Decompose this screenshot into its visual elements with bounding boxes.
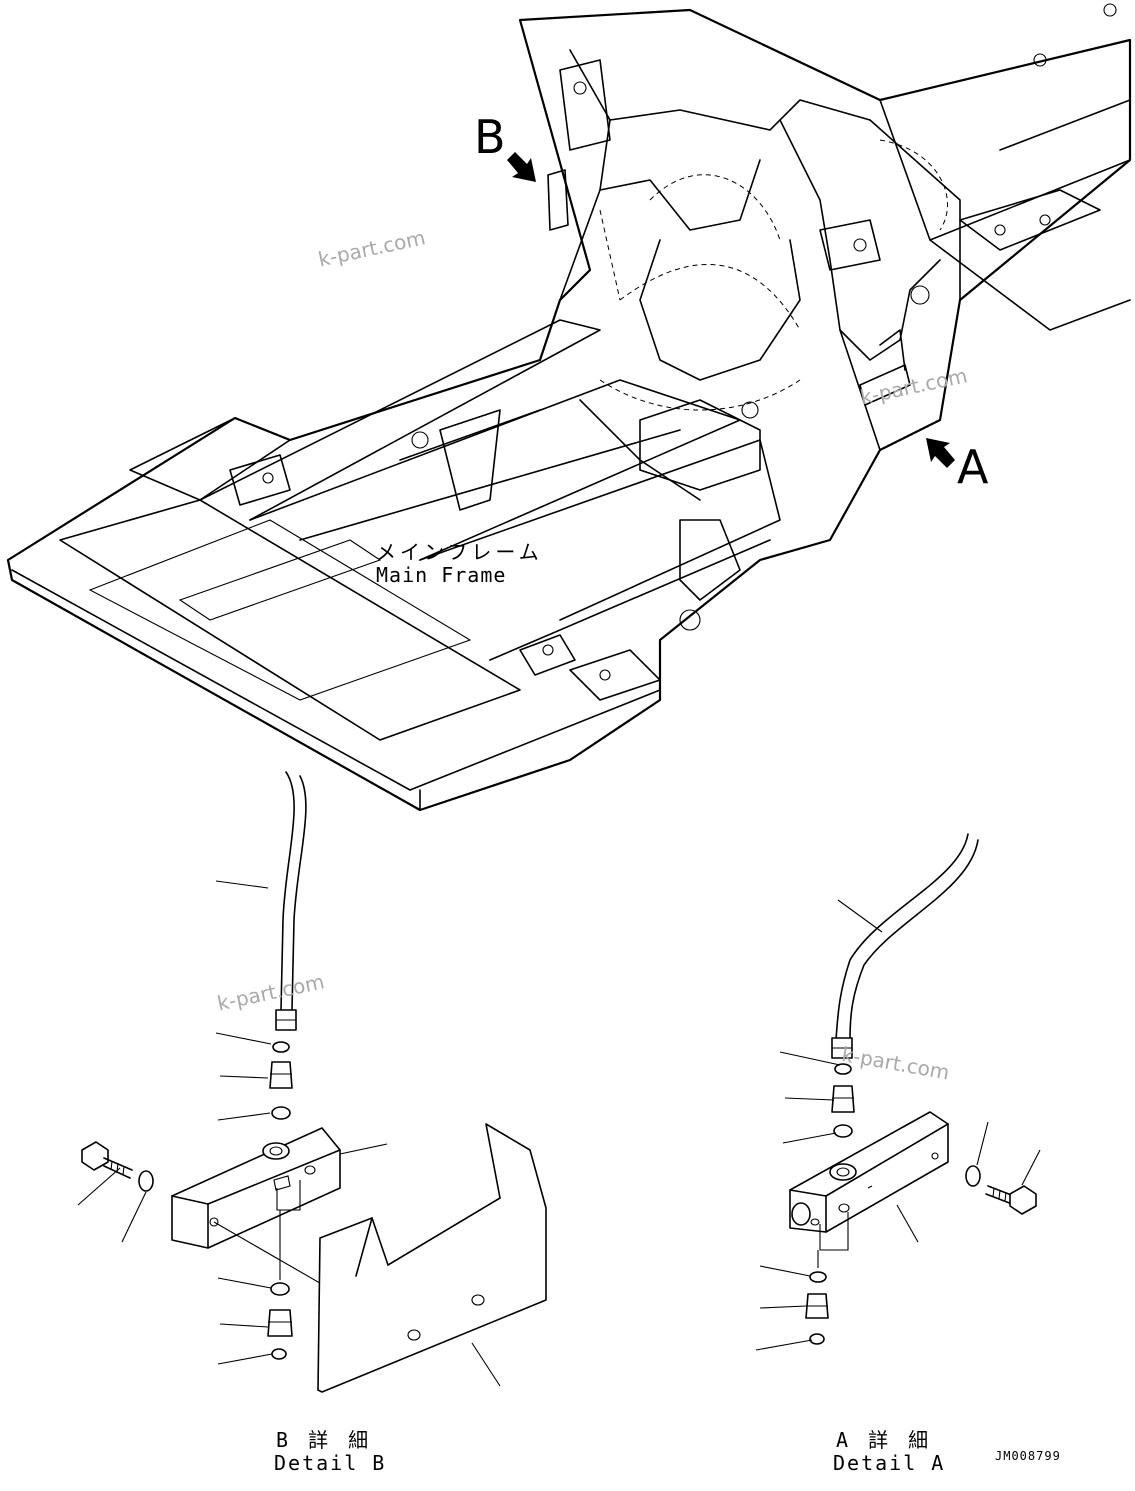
- detail-b-label-jp: B 詳 細: [276, 1428, 373, 1452]
- detail-b-label-en: Detail B: [274, 1451, 387, 1475]
- detail-a-label-jp: A 詳 細: [836, 1428, 933, 1452]
- main-frame-label-jp: メインフレーム: [376, 540, 543, 564]
- arrow-a-label: A: [957, 440, 989, 494]
- main-frame-drawing: [6, 3, 1132, 812]
- detail-b-drawing: [77, 771, 547, 1393]
- arrow-a-icon: [926, 438, 955, 468]
- arrow-b-label: B: [474, 110, 506, 164]
- arrow-b-icon: [507, 152, 536, 182]
- detail-a-label-en: Detail A: [833, 1451, 946, 1475]
- main-frame-label-en: Main Frame: [376, 563, 507, 587]
- detail-a-drawing: [755, 833, 1041, 1351]
- drawing-code: JM008799: [995, 1449, 1061, 1463]
